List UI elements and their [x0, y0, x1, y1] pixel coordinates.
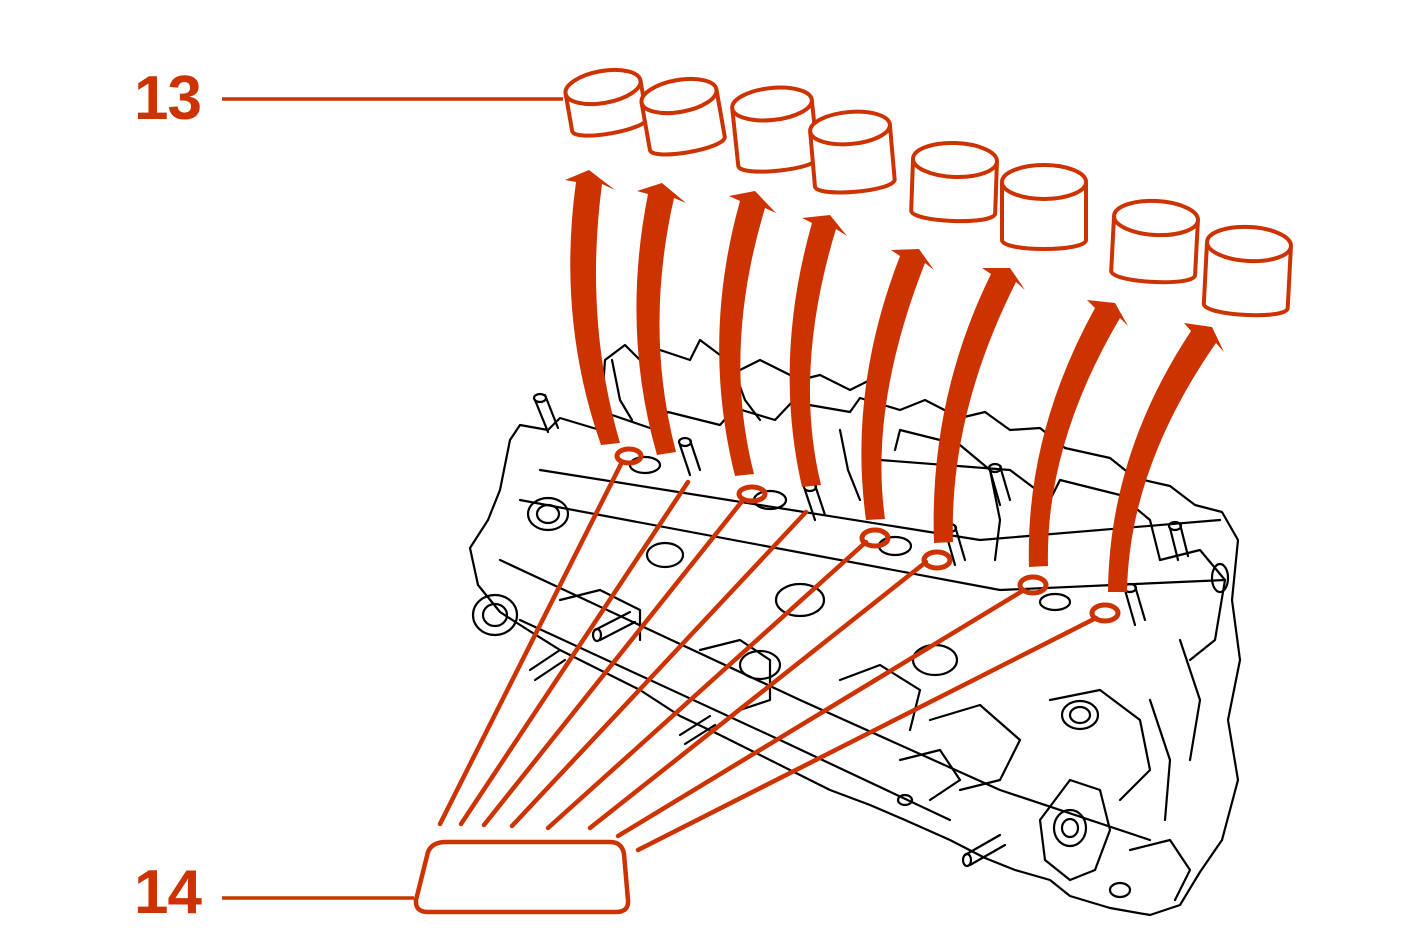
callout-label-14: 14: [134, 858, 202, 927]
tappet-shim: [413, 839, 631, 915]
arrow-8: [1108, 323, 1224, 592]
tappet-6: [1000, 163, 1088, 251]
removal-arrows: [565, 170, 1224, 592]
shim-seats: [614, 446, 1121, 624]
tappet-3: [730, 85, 820, 174]
arrow-5: [861, 249, 934, 520]
arrow-4: [789, 215, 847, 487]
arrow-6: [933, 268, 1025, 543]
arrow-7: [1028, 300, 1128, 567]
tappet-1: [563, 67, 650, 138]
tappet-7: [1109, 198, 1200, 285]
shim-leader-lines: [437, 459, 1099, 853]
callout-label-13: 13: [134, 64, 202, 133]
arrow-1: [565, 170, 620, 445]
arrow-3: [719, 191, 776, 476]
tappet-4: [808, 109, 897, 195]
cylinder-head: [468, 338, 1242, 917]
arrow-2: [636, 183, 686, 455]
valve-tappets: [563, 67, 1293, 318]
tappet-8: [1201, 224, 1293, 318]
tappet-5: [909, 140, 999, 224]
tappet-2: [639, 76, 727, 157]
